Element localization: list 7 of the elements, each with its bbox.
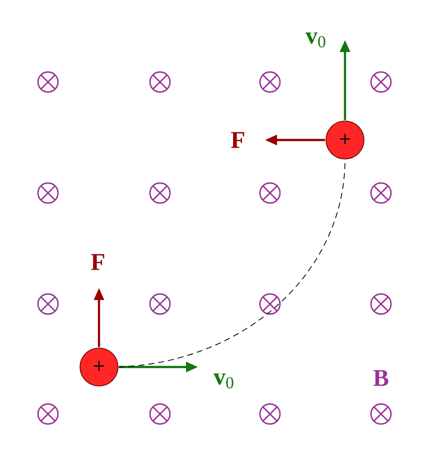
force-label: F xyxy=(91,254,104,270)
charged-particle: + xyxy=(326,120,364,160)
field-label: B xyxy=(373,370,388,386)
force-label: F xyxy=(231,132,244,148)
velocity-label: v$_{0}$ xyxy=(306,32,326,48)
velocity-label: v$_{0}$ xyxy=(214,374,234,388)
charged-particle: + xyxy=(80,348,118,386)
